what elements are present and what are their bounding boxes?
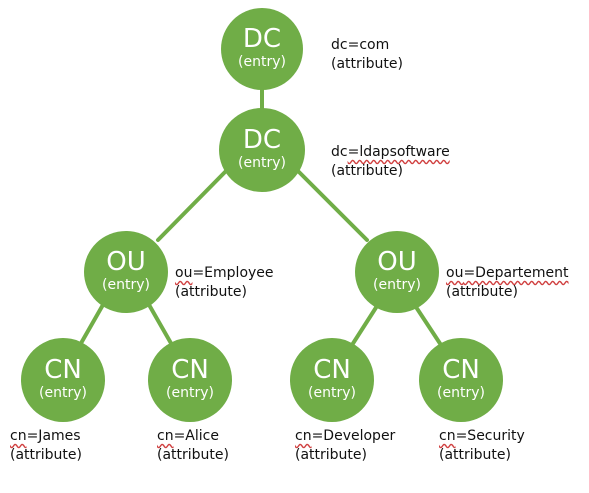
label-cn-security: cn=Security (attribute) bbox=[439, 427, 525, 465]
attr-key: cn bbox=[157, 428, 174, 444]
attr-value: =Alice bbox=[173, 428, 219, 444]
label-ou-employee: ou=Employee (attribute) bbox=[175, 264, 274, 302]
attr-value: =com bbox=[347, 37, 390, 53]
node-kind-label: CN bbox=[442, 355, 480, 385]
label-attribute-tag: (attribute) bbox=[10, 447, 82, 463]
node-entry-label: (entry) bbox=[238, 54, 286, 70]
attr-value: =Security bbox=[455, 428, 525, 444]
attr-value: =James bbox=[26, 428, 81, 444]
label-cn-developer: cn=Developer (attribute) bbox=[295, 427, 395, 465]
node-entry-label: (entry) bbox=[39, 385, 87, 401]
edge-dc-ldap-to-ou-dept bbox=[295, 168, 369, 242]
node-cn-alice: CN (entry) bbox=[148, 338, 232, 422]
label-attr-line: cn=Developer bbox=[295, 427, 395, 446]
edge-ou-employee-to-cn-alice bbox=[146, 301, 174, 347]
attr-key: cn bbox=[439, 428, 456, 444]
label-attr-line: dc=ldapsoftware bbox=[331, 143, 450, 162]
attr-key: cn bbox=[295, 428, 312, 444]
node-kind-label: CN bbox=[44, 355, 82, 385]
attr-value: =Employee bbox=[192, 265, 274, 281]
label-attr-line: ou=Departement bbox=[446, 264, 569, 283]
label-attr-line: dc=com bbox=[331, 36, 403, 55]
node-kind-label: OU bbox=[106, 247, 146, 277]
node-entry-label: (entry) bbox=[166, 385, 214, 401]
node-kind-label: CN bbox=[313, 355, 351, 385]
label-attribute-tag: (attribute) bbox=[439, 447, 511, 463]
node-cn-security: CN (entry) bbox=[419, 338, 503, 422]
label-attr-line: cn=James bbox=[10, 427, 82, 446]
attr-key: cn bbox=[10, 428, 27, 444]
edge-ou-employee-to-cn-james bbox=[78, 301, 106, 347]
node-entry-label: (entry) bbox=[102, 277, 150, 293]
node-ou-employee: OU (entry) bbox=[84, 231, 168, 313]
label-attribute-tag: (attribute) bbox=[175, 284, 247, 300]
attr-key: ou bbox=[175, 265, 193, 281]
label-attribute-tag: (attribute) bbox=[446, 284, 518, 300]
node-entry-label: (entry) bbox=[238, 155, 286, 171]
node-cn-developer: CN (entry) bbox=[290, 338, 374, 422]
label-attribute-tag: (attribute) bbox=[331, 163, 403, 179]
attr-value: =ldapsoftware bbox=[347, 144, 450, 160]
node-dc-ldapsoftware: DC (entry) bbox=[219, 108, 305, 192]
label-ou-departement: ou=Departement (attribute) bbox=[446, 264, 569, 302]
attr-value: =Departement bbox=[463, 265, 569, 281]
attr-key: ou bbox=[446, 265, 464, 281]
attr-value: =Developer bbox=[311, 428, 396, 444]
node-dc-com: DC (entry) bbox=[221, 8, 303, 90]
node-cn-james: CN (entry) bbox=[21, 338, 105, 422]
label-cn-alice: cn=Alice (attribute) bbox=[157, 427, 229, 465]
attr-key: dc bbox=[331, 144, 348, 160]
node-entry-label: (entry) bbox=[437, 385, 485, 401]
label-dc-ldapsoftware: dc=ldapsoftware (attribute) bbox=[331, 143, 450, 181]
label-attribute-tag: (attribute) bbox=[157, 447, 229, 463]
label-attribute-tag: (attribute) bbox=[331, 56, 403, 72]
edge-dc-ldap-to-ou-employee bbox=[156, 168, 229, 242]
node-kind-label: DC bbox=[242, 125, 282, 155]
node-kind-label: CN bbox=[171, 355, 209, 385]
label-dc-com: dc=com (attribute) bbox=[331, 36, 403, 74]
node-ou-departement: OU (entry) bbox=[355, 231, 439, 313]
edge-ou-dept-to-cn-dev bbox=[350, 304, 379, 347]
label-attr-line: cn=Alice bbox=[157, 427, 229, 446]
node-entry-label: (entry) bbox=[308, 385, 356, 401]
node-kind-label: DC bbox=[242, 24, 282, 54]
attr-key: dc bbox=[331, 37, 348, 53]
node-entry-label: (entry) bbox=[373, 277, 421, 293]
label-attr-line: ou=Employee bbox=[175, 264, 274, 283]
label-attr-line: cn=Security bbox=[439, 427, 525, 446]
label-cn-james: cn=James (attribute) bbox=[10, 427, 82, 465]
label-attribute-tag: (attribute) bbox=[295, 447, 367, 463]
edge-ou-dept-to-cn-sec bbox=[414, 305, 443, 347]
node-kind-label: OU bbox=[377, 247, 417, 277]
